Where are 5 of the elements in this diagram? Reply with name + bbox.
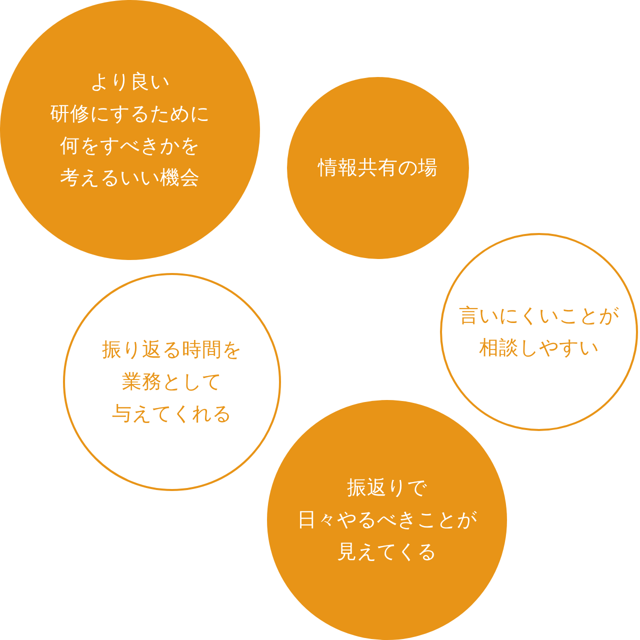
circle-text: 振り返る時間を業務として与えてくれる	[102, 337, 242, 427]
circle-text: 情報共有の場	[318, 155, 438, 181]
circle-text: 振返りで日々やるべきことが見えてくる	[297, 475, 477, 565]
circle-text: 言いにくいことが相談しやすい	[459, 303, 619, 361]
circle-text: より良い研修にするために何をすべきかを考えるいい機会	[50, 69, 210, 191]
